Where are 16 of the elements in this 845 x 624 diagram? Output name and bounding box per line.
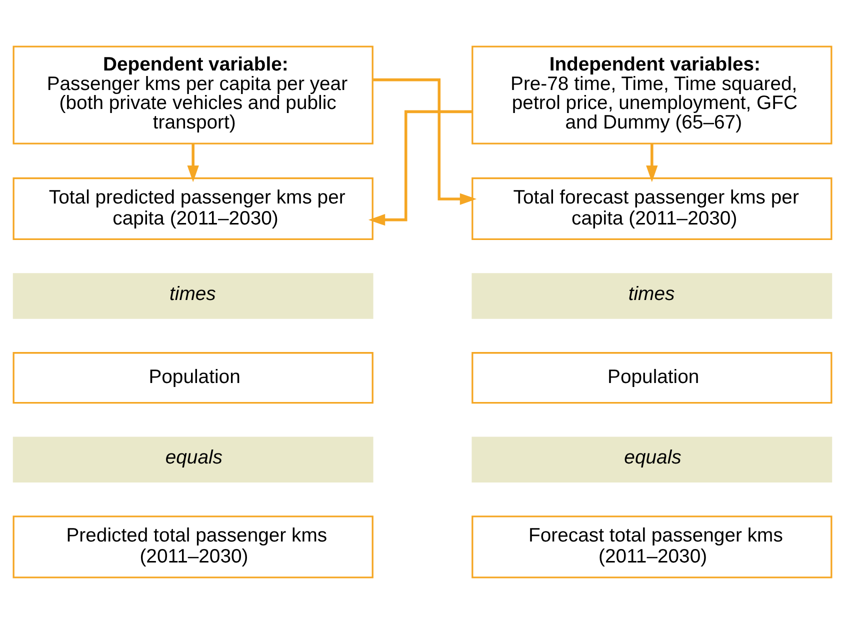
node-box: Population (472, 352, 832, 404)
arrow (646, 144, 658, 182)
node-box: equals (12, 436, 374, 482)
node-box: Total forecast passenger kms per capita (2011–2030) (472, 177, 832, 240)
node-box: Predicted total passenger kms (2011–2030) (12, 516, 374, 578)
arrow (187, 144, 199, 182)
node-box: equals (472, 436, 832, 482)
node-box: Total predicted passenger kms per capita (2011–2030) (12, 177, 374, 240)
node-box: Population (12, 352, 374, 404)
arrow (373, 78, 477, 205)
node-box: Forecast total passenger kms (2011–2030) (472, 516, 832, 578)
node-box: times (12, 273, 374, 319)
node-box: times (472, 273, 832, 319)
arrow (368, 110, 472, 226)
node-box: Dependent variable: Passenger kms per capita per year (both private vehicles and public transport) (12, 46, 374, 144)
node-box: Independent variables: Pre-78 time, Time, Time squared, petrol price, unemployment, GFC and Dummy (65–67) (472, 46, 832, 144)
